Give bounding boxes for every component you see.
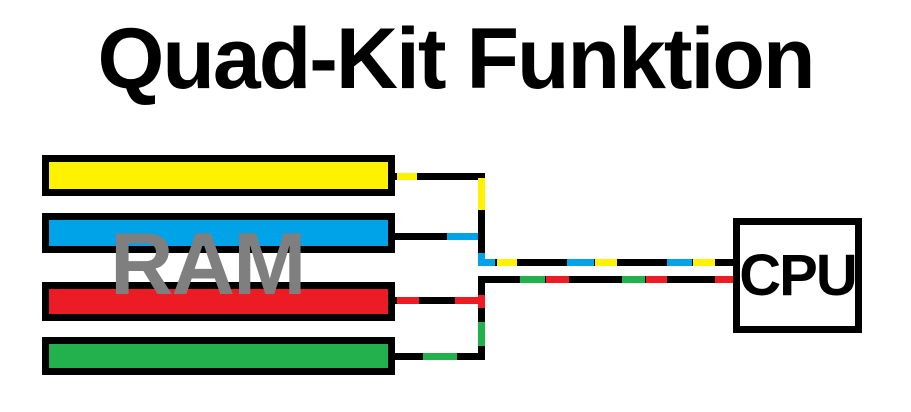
ram-module-red xyxy=(42,282,395,321)
red-dash xyxy=(646,276,667,283)
green-dash xyxy=(478,322,485,346)
wire-top-bus xyxy=(478,259,733,266)
wire-red-stub xyxy=(395,297,485,304)
green-dash xyxy=(423,353,457,360)
wire-bottom-bus xyxy=(478,276,733,283)
red-dash xyxy=(715,276,733,283)
yellow-dash xyxy=(497,259,517,266)
red-dash xyxy=(546,276,569,283)
ram-module-blue xyxy=(42,213,395,253)
ram-module-green xyxy=(42,337,395,375)
cpu-box: CPU xyxy=(733,218,862,333)
red-dash xyxy=(455,297,485,304)
red-dash xyxy=(478,295,485,308)
red-dash xyxy=(397,297,419,304)
green-dash xyxy=(622,276,645,283)
blue-dash xyxy=(447,233,481,240)
blue-dash xyxy=(478,259,495,266)
ram-label: RAM xyxy=(110,214,306,313)
green-dash xyxy=(520,276,545,283)
blue-dash xyxy=(667,259,692,266)
wire-top-collector xyxy=(478,173,485,266)
wire-yellow-stub xyxy=(395,173,485,180)
blue-dash xyxy=(567,259,594,266)
wire-green-stub xyxy=(395,353,485,360)
yellow-dash xyxy=(397,173,417,180)
cpu-label: CPU xyxy=(739,242,857,308)
diagram-title: Quad-Kit Funktion xyxy=(97,11,816,107)
yellow-dash xyxy=(595,259,617,266)
wire-bottom-collector xyxy=(478,276,485,360)
ram-module-yellow xyxy=(42,155,395,196)
wire-blue-stub xyxy=(395,233,485,240)
yellow-dash xyxy=(693,259,715,266)
yellow-dash xyxy=(478,178,485,210)
